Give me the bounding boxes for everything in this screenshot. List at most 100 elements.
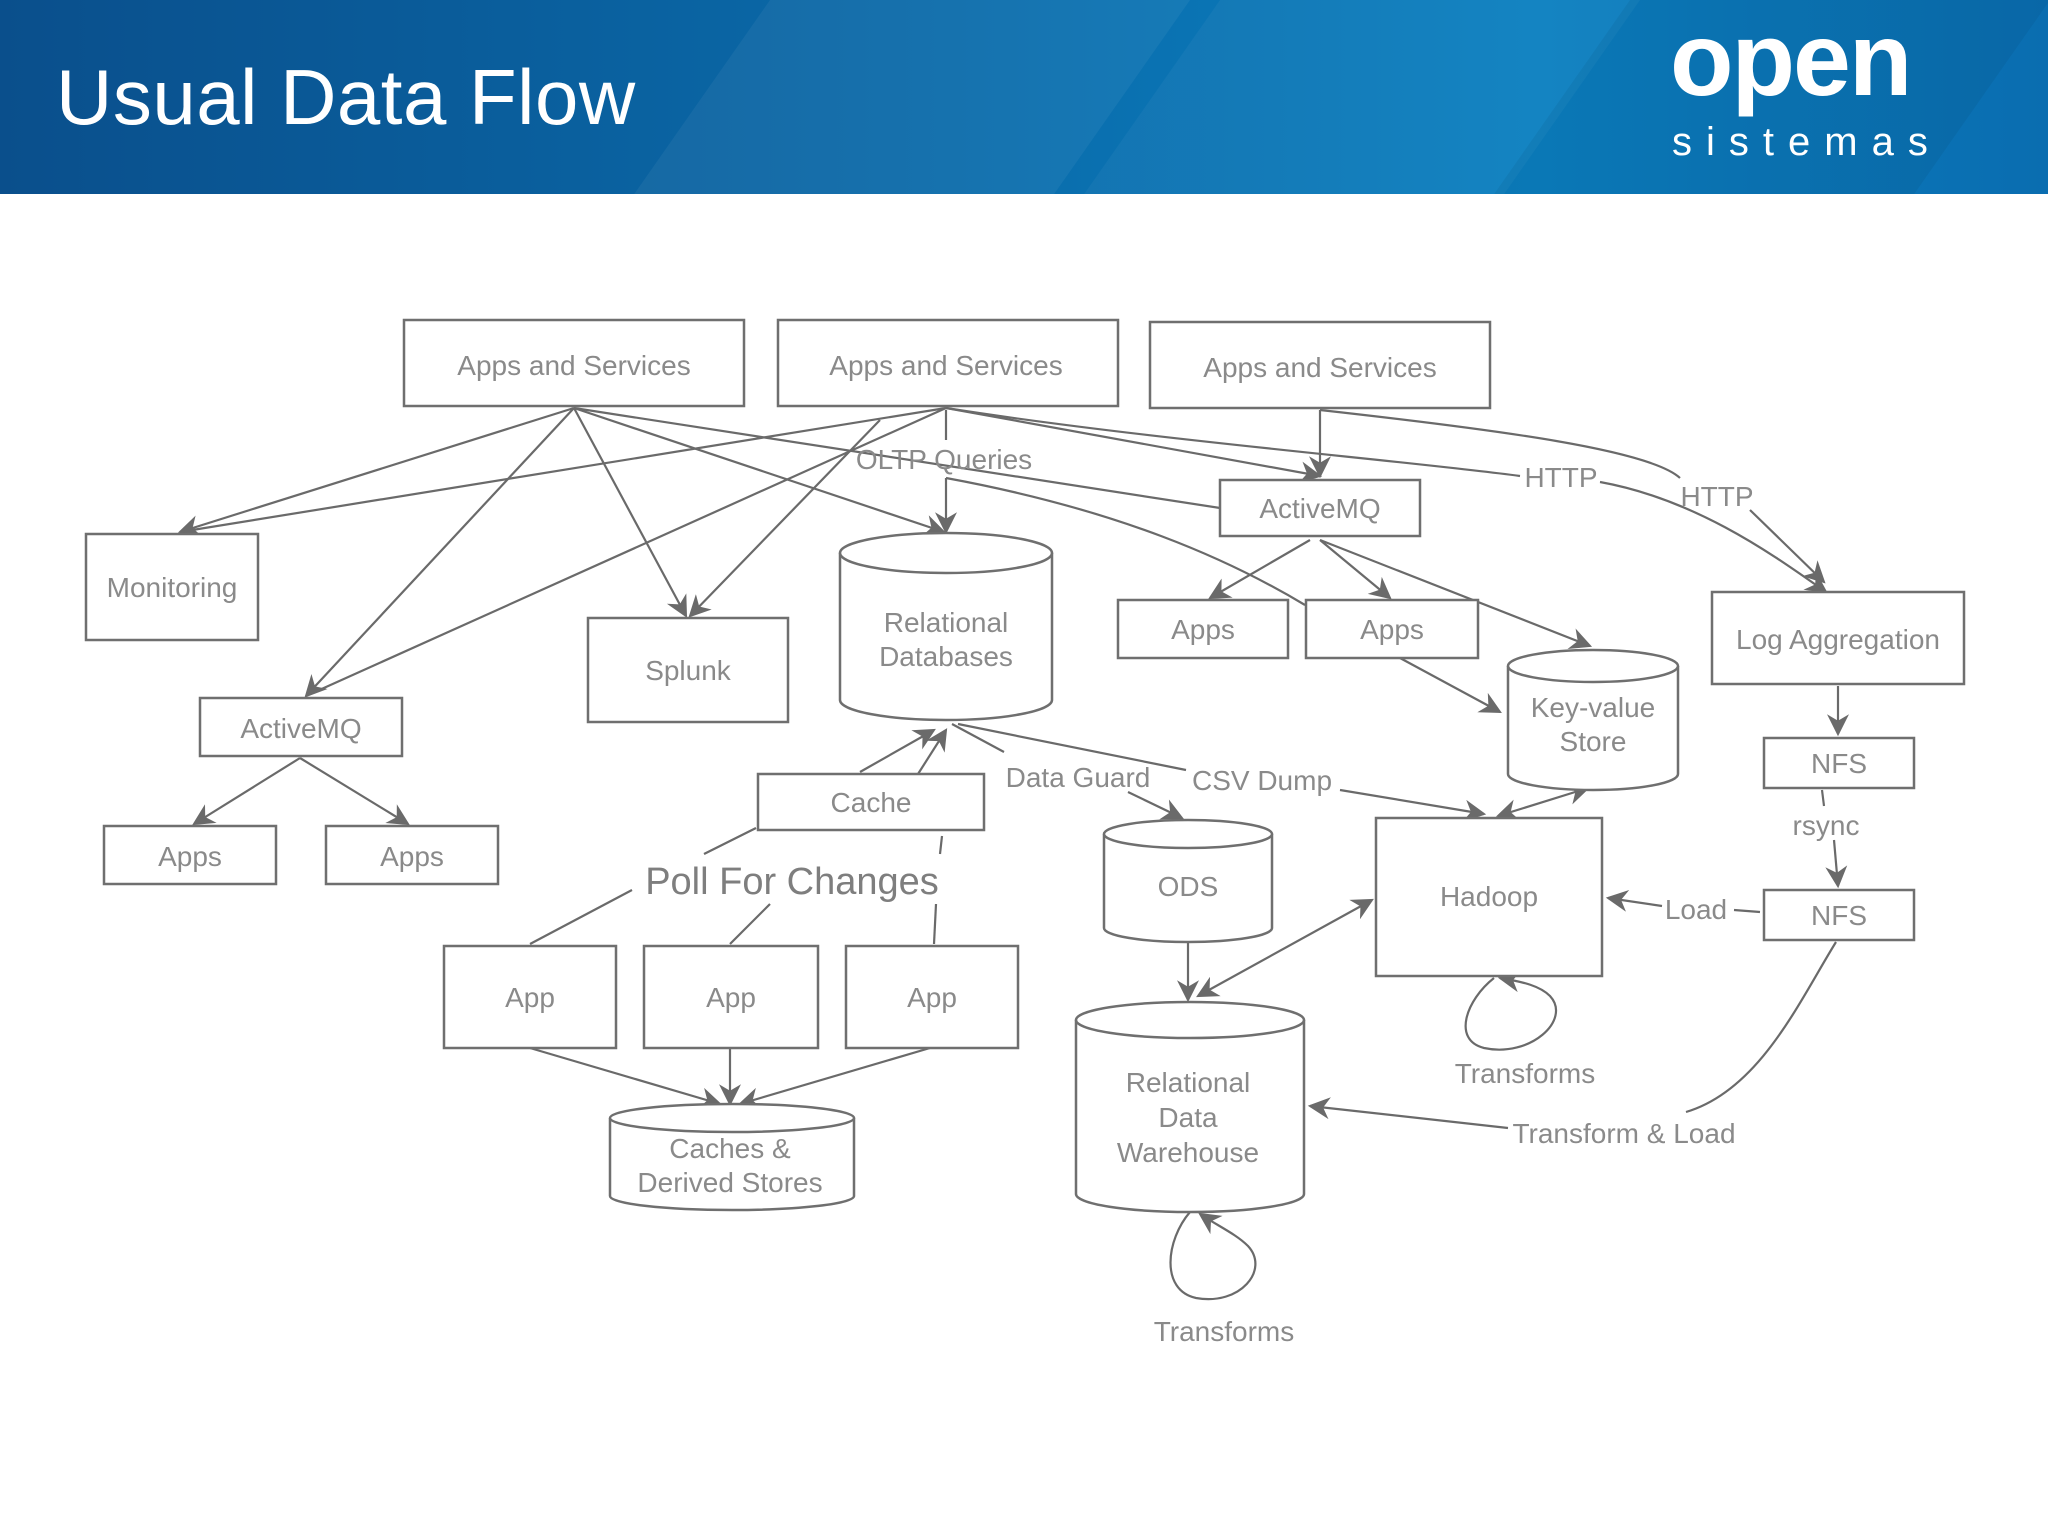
node-label-line: Relational bbox=[1126, 1067, 1251, 1098]
node-nfs-top: NFS bbox=[1762, 736, 1916, 790]
node-label: Splunk bbox=[645, 655, 732, 686]
node-splunk: Splunk bbox=[586, 616, 790, 724]
label-rsync: rsync bbox=[1793, 810, 1860, 841]
edge-as1-activemq-left bbox=[304, 407, 575, 698]
node-app-1: App bbox=[442, 944, 618, 1050]
header-banner: Usual Data Flow open sistemas bbox=[0, 0, 2048, 194]
node-apps-services-2: Apps and Services bbox=[776, 318, 1120, 408]
node-label: Log Aggregation bbox=[1736, 624, 1940, 655]
open-sistemas-logo: open sistemas bbox=[1660, 8, 2020, 172]
edge-cache-reldb-1 bbox=[859, 728, 936, 773]
node-label: Hadoop bbox=[1440, 881, 1538, 912]
node-label-line: Key-value bbox=[1531, 692, 1656, 723]
node-app-2: App bbox=[642, 944, 820, 1050]
node-label: App bbox=[907, 982, 957, 1013]
edge-csv-hadoop bbox=[1339, 788, 1487, 822]
edge-nfs-transform-load bbox=[1685, 941, 1837, 1114]
node-monitoring: Monitoring bbox=[84, 532, 260, 642]
node-label: ActiveMQ bbox=[1259, 493, 1380, 524]
node-apps-a: Apps bbox=[1116, 598, 1290, 660]
slide-title: Usual Data Flow bbox=[56, 53, 636, 141]
node-label: NFS bbox=[1811, 900, 1867, 931]
edge-load-hadoop bbox=[1605, 890, 1663, 912]
label-csv-dump: CSV Dump bbox=[1192, 765, 1332, 796]
node-label: ODS bbox=[1158, 871, 1219, 902]
edge-dataguard-ods bbox=[1127, 791, 1184, 820]
node-label-line: Data bbox=[1158, 1102, 1218, 1133]
edge-as2-activemq-top bbox=[945, 406, 1323, 484]
logo-wordmark: open bbox=[1670, 2, 1912, 118]
label-http-2: HTTP bbox=[1680, 481, 1753, 512]
edge-as2-activemq-left bbox=[305, 406, 947, 698]
node-apps-left-2: Apps bbox=[324, 824, 500, 886]
node-label: Apps bbox=[1171, 614, 1235, 645]
node-label: Apps and Services bbox=[457, 350, 690, 381]
node-label-line: Derived Stores bbox=[637, 1167, 822, 1198]
node-activemq-left: ActiveMQ bbox=[198, 696, 404, 758]
edge-app3-caches bbox=[737, 1046, 931, 1109]
node-label: Monitoring bbox=[107, 572, 238, 603]
label-load: Load bbox=[1665, 894, 1727, 925]
edge-app2-poll bbox=[729, 903, 771, 945]
edge-as2-splunk bbox=[688, 419, 881, 618]
node-cache: Cache bbox=[756, 772, 986, 832]
label-poll-for-changes: Poll For Changes bbox=[645, 861, 939, 903]
edge-as3-http bbox=[1319, 408, 1681, 479]
edge-as1-activemq-top bbox=[573, 406, 1221, 510]
edge-poll-cache bbox=[703, 827, 757, 855]
node-label-line: Warehouse bbox=[1117, 1137, 1259, 1168]
edge-activemq-left-apps1 bbox=[192, 757, 301, 826]
edge-reldb-csv bbox=[957, 722, 1187, 772]
edge-poll-cache-2 bbox=[938, 835, 944, 855]
node-label-line: Store bbox=[1560, 726, 1627, 757]
edge-apps-b-kv bbox=[1399, 657, 1502, 714]
edge-app1-caches bbox=[529, 1046, 723, 1109]
node-key-value-store: Key-value Store bbox=[1506, 648, 1680, 792]
node-apps-left-1: Apps bbox=[102, 824, 278, 886]
label-transforms-warehouse: Transforms bbox=[1154, 1316, 1295, 1347]
node-apps-services-1: Apps and Services bbox=[402, 318, 746, 408]
node-label: App bbox=[505, 982, 555, 1013]
node-label-line: Databases bbox=[879, 641, 1013, 672]
edge-activemq-left-apps2 bbox=[299, 757, 410, 826]
edge-dw-transforms-loop bbox=[1169, 1211, 1257, 1301]
label-data-guard: Data Guard bbox=[1006, 762, 1151, 793]
label-http-1: HTTP bbox=[1524, 462, 1597, 493]
edge-dw-hadoop bbox=[1196, 898, 1374, 998]
node-label: Apps bbox=[158, 841, 222, 872]
node-hadoop: Hadoop bbox=[1374, 816, 1604, 978]
node-label: Apps bbox=[380, 841, 444, 872]
node-label: Apps and Services bbox=[829, 350, 1062, 381]
edge-as2-apps-b bbox=[945, 476, 1306, 606]
edge-nfs-load bbox=[1733, 908, 1761, 914]
logo-subtitle: sistemas bbox=[1672, 120, 1942, 164]
node-label: NFS bbox=[1811, 748, 1867, 779]
node-activemq-top: ActiveMQ bbox=[1218, 478, 1422, 538]
edge-app3-poll bbox=[932, 903, 938, 945]
edge-activemq-apps-b bbox=[1319, 539, 1392, 600]
edges bbox=[177, 406, 1849, 1301]
node-caches-derived-stores: Caches & Derived Stores bbox=[608, 1102, 856, 1212]
node-label: App bbox=[706, 982, 756, 1013]
edge-as1-splunk bbox=[573, 407, 688, 618]
node-apps-b: Apps bbox=[1304, 598, 1480, 660]
label-oltp-queries: OLTP Queries bbox=[856, 444, 1032, 475]
edge-as2-monitoring bbox=[179, 406, 947, 534]
edge-as1-reldb bbox=[573, 406, 947, 537]
node-label: Apps bbox=[1360, 614, 1424, 645]
edge-labels: OLTP Queries HTTP HTTP Data Guard CSV Du… bbox=[645, 444, 1859, 1347]
node-apps-services-3: Apps and Services bbox=[1148, 320, 1492, 410]
edge-as1-monitoring bbox=[177, 406, 575, 537]
node-label-line: Caches & bbox=[669, 1133, 791, 1164]
node-label: Apps and Services bbox=[1203, 352, 1436, 383]
edge-as2-http bbox=[945, 406, 1521, 478]
edge-http2-log bbox=[1749, 509, 1826, 584]
node-relational-databases: Relational Databases bbox=[838, 531, 1054, 722]
node-relational-data-warehouse: Relational Data Warehouse bbox=[1074, 1000, 1306, 1214]
edge-app1-poll bbox=[529, 889, 633, 945]
edge-hadoop-transforms-loop bbox=[1464, 970, 1558, 1051]
edge-activemq-apps-a bbox=[1208, 539, 1311, 600]
node-label: Cache bbox=[831, 787, 912, 818]
label-transforms-hadoop: Transforms bbox=[1455, 1058, 1596, 1089]
